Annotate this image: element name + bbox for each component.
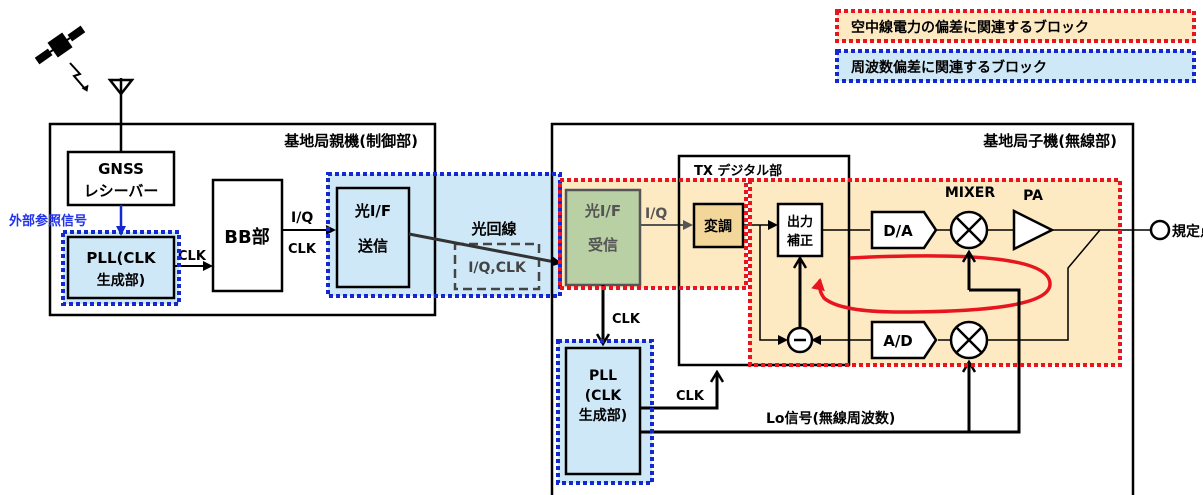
feedback-tap (987, 229, 1101, 341)
pa-label: PA (1023, 188, 1043, 204)
clk-label-down: CLK (612, 312, 641, 327)
clk-label-2: CLK (288, 242, 317, 257)
antenna-icon (107, 78, 135, 152)
ref-point-icon (1149, 219, 1171, 241)
lo-label: Lo信号(無線周波数) (766, 410, 895, 427)
fiber-title: 光回線 (470, 220, 516, 238)
output-correction-box (776, 202, 824, 258)
parent-unit-box (48, 122, 437, 317)
optical-rx-label-1: 光I/F (584, 202, 621, 220)
bb-box (211, 178, 284, 293)
feedback-loop-arrow (811, 254, 1052, 314)
legend-frequency: 周波数偏差に関連するブロック (835, 49, 1196, 83)
optical-tx-label-2: 送信 (357, 237, 388, 255)
iq-label-parent: I/Q (291, 210, 313, 226)
tx-digital-label: TX デジタル部 (694, 163, 782, 179)
parent-pll-box (66, 235, 176, 300)
optical-tx-box (335, 186, 411, 289)
da-label: D/A (883, 222, 913, 240)
ad-label: A/D (883, 332, 913, 350)
subtractor-icon (786, 326, 814, 354)
ad-box (870, 320, 938, 360)
lo-line (640, 288, 1021, 434)
bb-label: BB部 (224, 226, 269, 248)
clk-label-1: CLK (178, 249, 207, 264)
optical-rx-label-2: 受信 (588, 236, 618, 254)
clk-arrow-up (640, 372, 717, 410)
svg-text:空中線電力の偏差に関連するブロック: 空中線電力の偏差に関連するブロック (851, 19, 1089, 36)
child-unit-title: 基地局子機(無線部) (982, 132, 1117, 150)
satellite-icon (34, 25, 89, 92)
tx-mixer-icon (949, 210, 989, 250)
da-box (870, 210, 938, 250)
orange-region (560, 180, 1120, 365)
parent-unit-title: 基地局親機(制御部) (283, 132, 418, 150)
child-pll-label-1: PLL (589, 368, 617, 384)
red-dotted-outlines (558, 178, 1122, 367)
ext-ref-label: 外部参照信号 (8, 213, 87, 229)
fiber-line (408, 232, 562, 267)
blue-dotted-outlines (61, 172, 654, 485)
fiber-box (453, 242, 541, 291)
optical-rx-box (564, 188, 642, 287)
rx-mixer-icon (949, 320, 989, 360)
child-pll-label-2: (CLK (585, 388, 623, 404)
child-pll-label-3: 生成部) (579, 407, 627, 424)
gnss-label-2: レシーバー (84, 182, 159, 200)
iq-label-child: I/Q (645, 206, 667, 222)
mixer-label: MIXER (945, 185, 995, 201)
clk-label-up: CLK (676, 389, 705, 404)
ref-point-label: 規定点 (1172, 223, 1203, 240)
svg-text:周波数偏差に関連するブロック: 周波数偏差に関連するブロック (851, 59, 1047, 76)
mod-to-subtract (759, 225, 788, 345)
output-correction-label-2: 補正 (786, 233, 813, 249)
output-correction-label-1: 出力 (787, 214, 813, 230)
child-pll-box (564, 346, 642, 476)
child-unit-box (550, 122, 1135, 495)
gnss-label-1: GNSS (98, 160, 144, 178)
fiber-content: I/Q,CLK (468, 260, 527, 276)
modulation-label: 変調 (704, 218, 732, 235)
optical-tx-label-1: 光I/F (354, 202, 391, 220)
pa-icon (1012, 208, 1055, 252)
legend-antenna-power: 空中線電力の偏差に関連するブロック (835, 9, 1196, 43)
parent-pll-label-2: 生成部) (97, 272, 145, 289)
parent-pll-label-1: PLL(CLK (86, 249, 157, 267)
